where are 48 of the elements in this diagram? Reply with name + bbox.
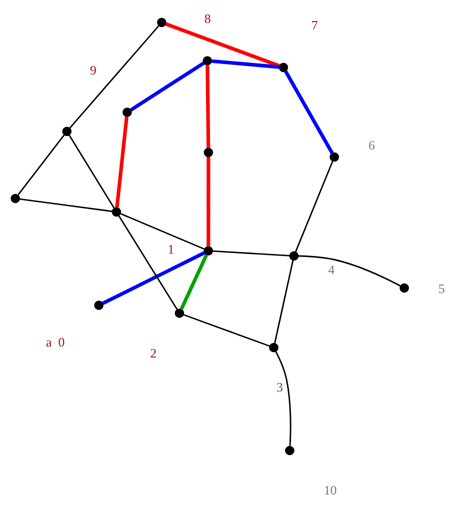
node-circle bbox=[289, 250, 299, 260]
node-label: 9 bbox=[90, 62, 96, 78]
connector bbox=[69, 24, 160, 128]
node-label: a 0 bbox=[46, 334, 65, 349]
connector bbox=[183, 314, 270, 346]
node-circle bbox=[174, 308, 184, 318]
connector bbox=[118, 214, 178, 310]
node-label: 6 bbox=[368, 137, 375, 152]
connector bbox=[206, 156, 210, 246]
node-circle bbox=[62, 126, 72, 136]
node-label: 5 bbox=[438, 280, 445, 296]
node-label: 8 bbox=[204, 10, 211, 26]
node-circle bbox=[94, 300, 104, 310]
node-circle bbox=[112, 206, 122, 216]
node-circle bbox=[285, 445, 294, 455]
node-circle bbox=[157, 17, 166, 27]
node-circle bbox=[202, 56, 212, 65]
connector bbox=[212, 58, 280, 68]
connector bbox=[284, 70, 334, 154]
connector bbox=[275, 350, 292, 446]
node-circle bbox=[122, 107, 132, 116]
connector bbox=[115, 116, 128, 208]
connector bbox=[18, 134, 65, 195]
node-label: 10 bbox=[324, 482, 337, 497]
node-label: 1 bbox=[168, 240, 174, 256]
node-label: 3 bbox=[276, 379, 283, 394]
node-circle bbox=[400, 282, 409, 292]
connector bbox=[102, 250, 206, 305]
node-label: 2 bbox=[150, 344, 157, 360]
node-circle bbox=[330, 152, 339, 162]
node-circle bbox=[269, 342, 278, 352]
connector bbox=[130, 61, 205, 111]
node-circle bbox=[10, 193, 20, 203]
connector bbox=[120, 212, 204, 250]
connector bbox=[212, 250, 290, 256]
connector bbox=[180, 254, 208, 310]
node-circle bbox=[278, 62, 288, 72]
connector bbox=[274, 260, 294, 343]
connector bbox=[165, 22, 280, 68]
connector bbox=[206, 64, 210, 148]
connector bbox=[68, 134, 115, 208]
node-label: 7 bbox=[311, 17, 318, 32]
node-label: 4 bbox=[328, 261, 335, 276]
node-circle bbox=[204, 147, 214, 157]
connector bbox=[294, 160, 334, 252]
node-circle bbox=[204, 246, 214, 255]
connector bbox=[20, 198, 112, 212]
connector bbox=[298, 254, 401, 286]
